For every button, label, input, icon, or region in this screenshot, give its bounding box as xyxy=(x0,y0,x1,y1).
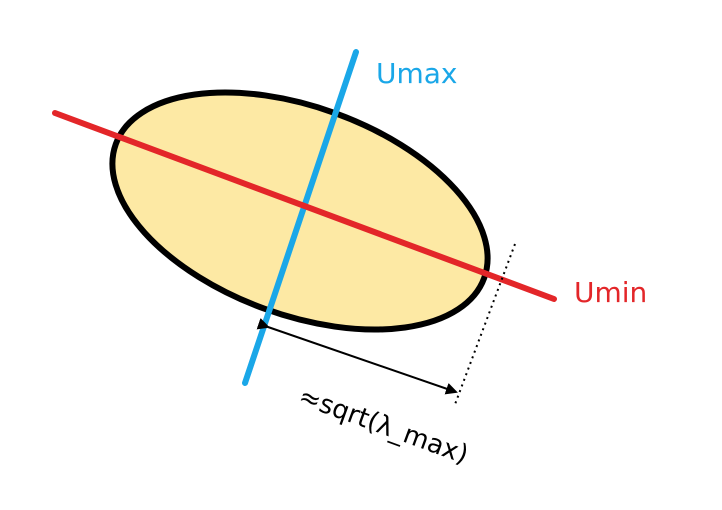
dotted-guide-line xyxy=(453,243,516,408)
measurement-arrow xyxy=(256,318,458,395)
umin-axis-line xyxy=(52,110,557,302)
umax-label: Umax xyxy=(376,57,458,90)
umin-label: Umin xyxy=(574,276,647,309)
sqrt-lambda-max-label: ≈sqrt(λ_max) xyxy=(295,381,473,470)
